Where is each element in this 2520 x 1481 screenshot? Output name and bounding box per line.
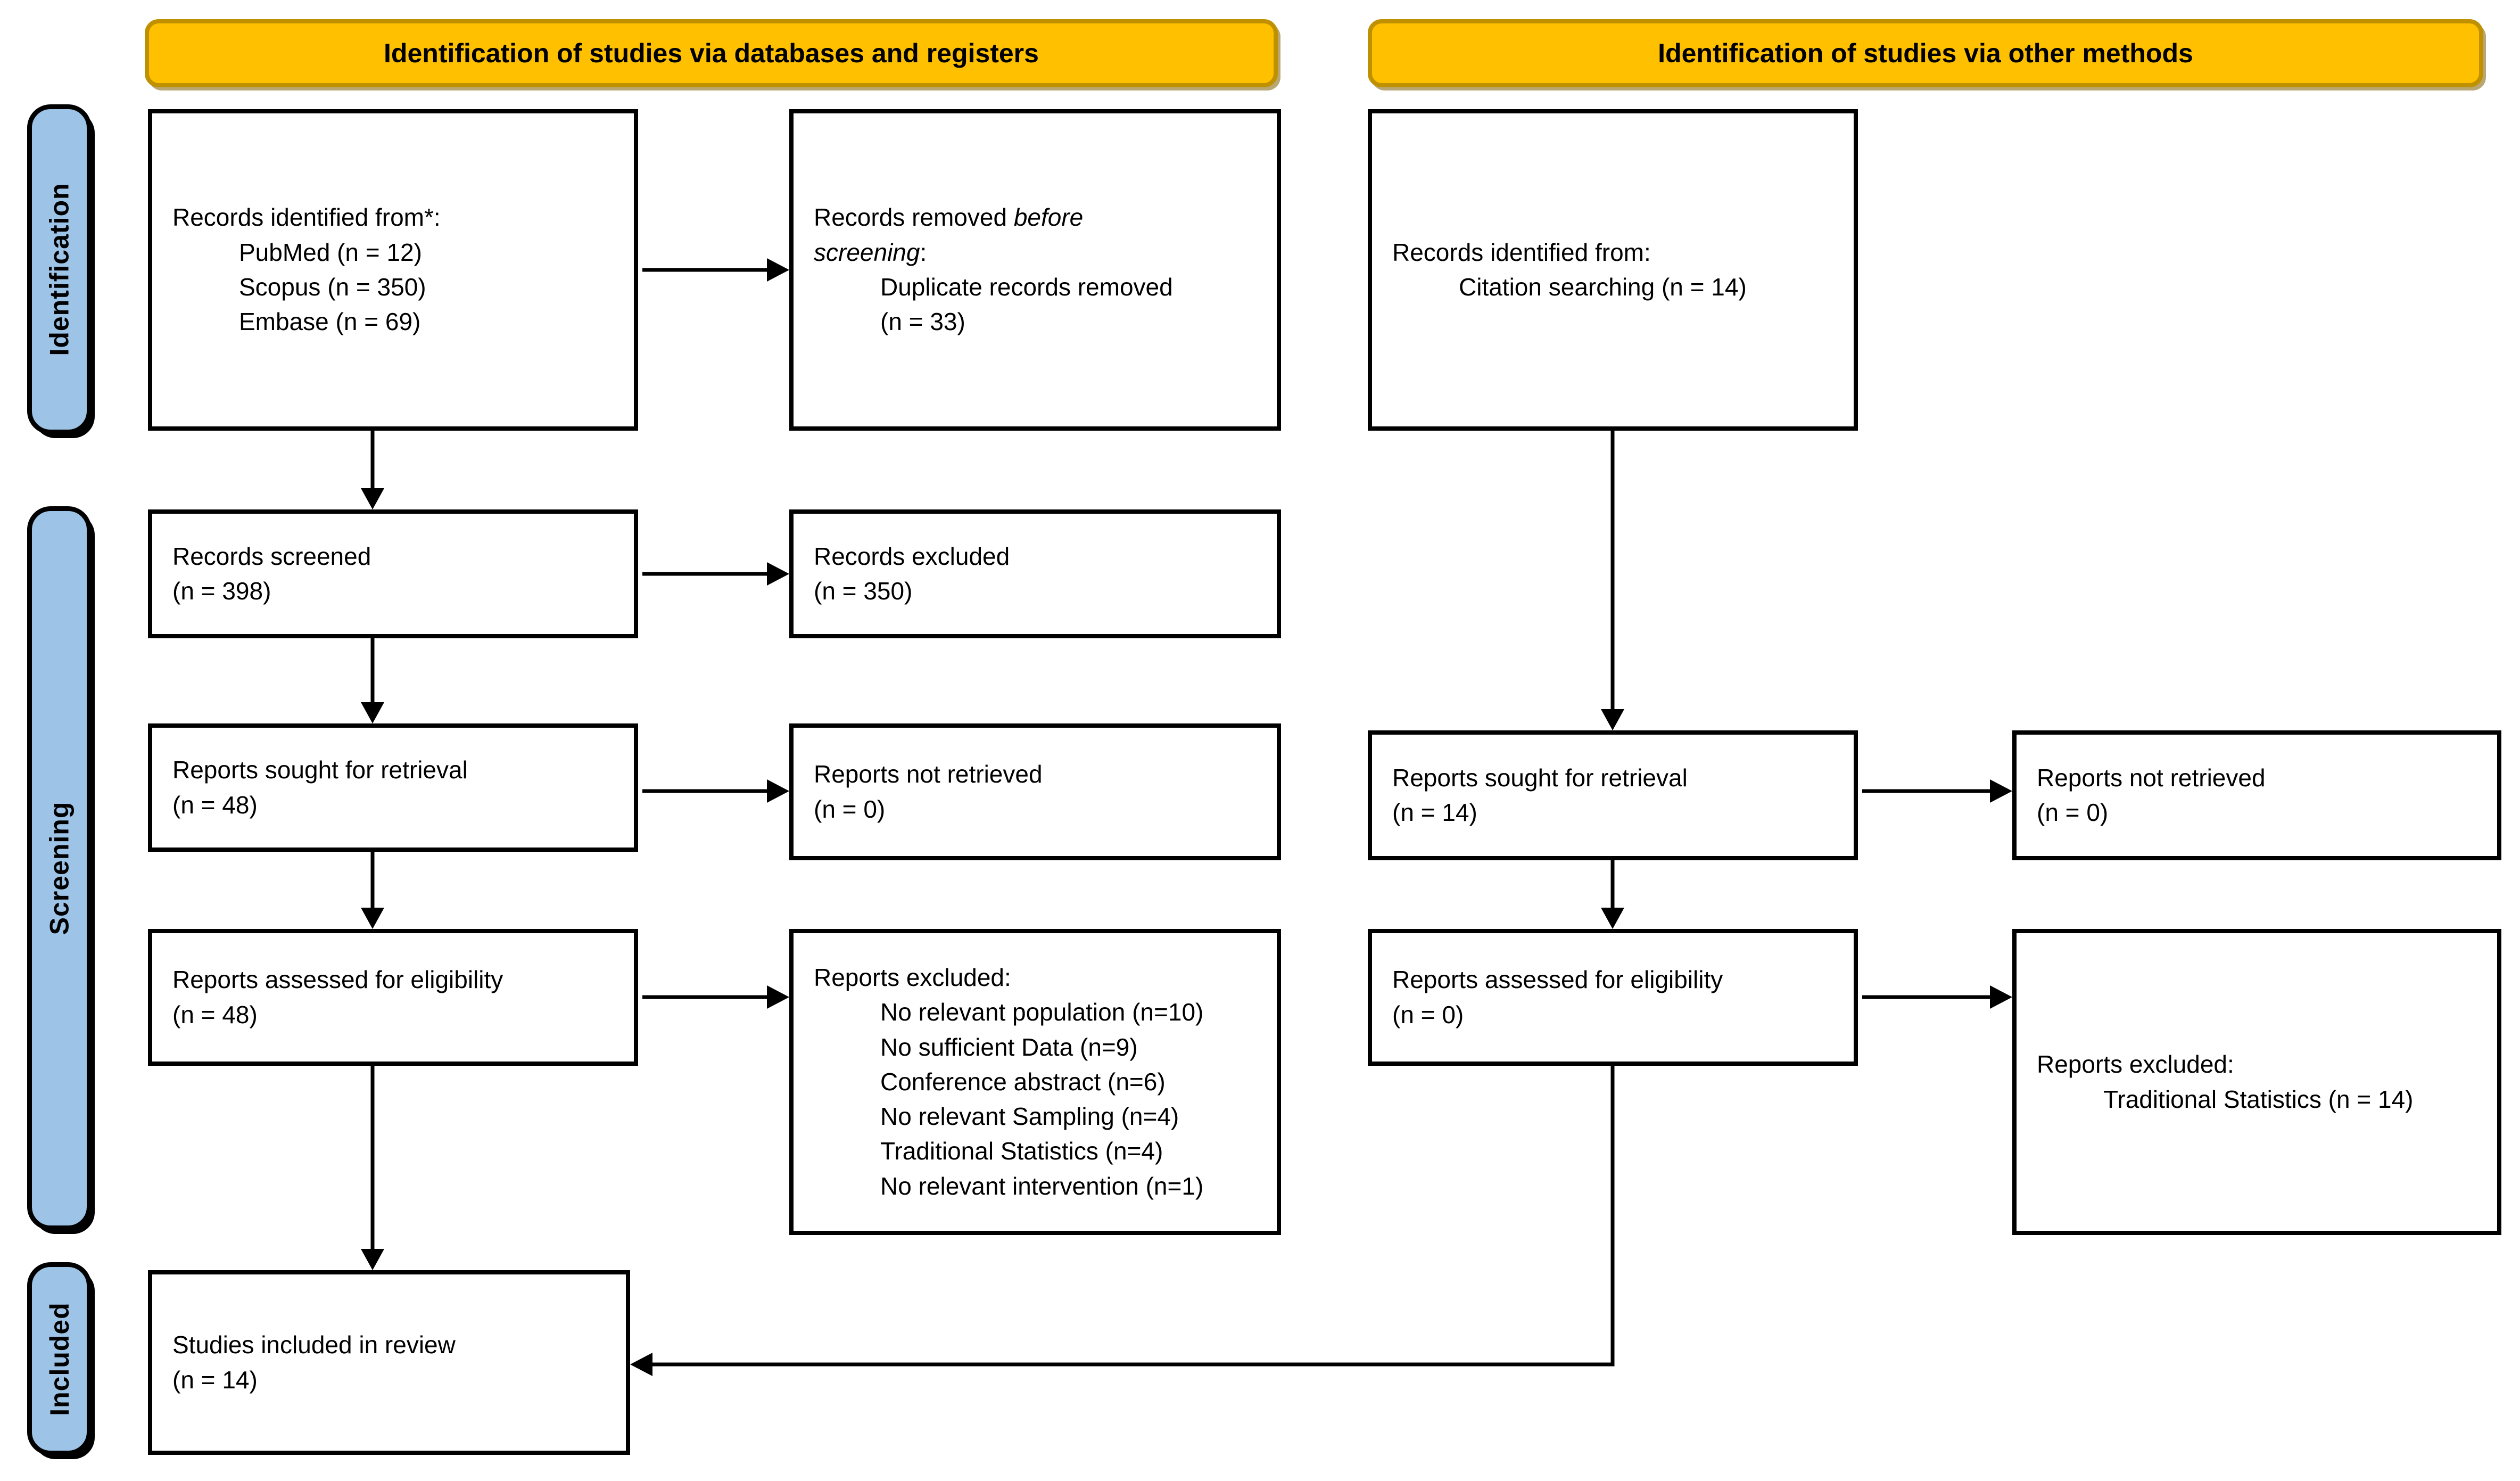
box-text-line: (n = 0) bbox=[2037, 799, 2109, 826]
box-text-line: Records excluded bbox=[814, 542, 1010, 570]
box-text-line: Scopus (n = 350) bbox=[239, 273, 426, 301]
box-text-line: Studies included in review bbox=[172, 1331, 456, 1359]
box-text-line: Duplicate records removed bbox=[880, 273, 1173, 301]
box-reports-excluded-databases: Reports excluded: No relevant population … bbox=[789, 929, 1281, 1235]
box-text-line: (n = 350) bbox=[814, 577, 913, 605]
arrow-screened-to-excluded bbox=[642, 562, 789, 586]
box-text-line: (n = 0) bbox=[814, 795, 886, 823]
box-reports-sought-other-methods: Reports sought for retrieval (n = 14) bbox=[1368, 730, 1858, 860]
arrow-sought-to-notretrieved-other bbox=[1862, 779, 2012, 803]
header-identification-other-methods: Identification of studies via other meth… bbox=[1368, 19, 2483, 87]
box-text-line: No relevant intervention (n=1) bbox=[880, 1172, 1204, 1200]
stage-included: Included bbox=[27, 1262, 92, 1455]
box-text-line: Reports sought for retrieval bbox=[1392, 763, 1688, 792]
header-identification-databases: Identification of studies via databases … bbox=[145, 19, 1278, 87]
box-reports-assessed-databases: Reports assessed for eligibility (n = 48) bbox=[148, 929, 638, 1066]
box-text-line: PubMed (n = 12) bbox=[239, 238, 422, 266]
box-reports-excluded-other-methods: Reports excluded: Traditional Statistics … bbox=[2012, 929, 2501, 1235]
box-records-identified-databases: Records identified from*: PubMed (n = 12)… bbox=[148, 109, 638, 431]
box-reports-not-retrieved-databases: Reports not retrieved (n = 0) bbox=[789, 723, 1281, 860]
box-text-line: (n = 0) bbox=[1392, 1000, 1464, 1029]
box-text-line: Reports assessed for eligibility bbox=[172, 966, 503, 994]
box-text-line: Records removed before bbox=[814, 203, 1084, 232]
box-text-line: Reports excluded: bbox=[814, 963, 1011, 991]
arrow-sought-to-assessed-other bbox=[1601, 860, 1624, 929]
box-text-line: Records identified from*: bbox=[172, 203, 441, 232]
arrow-assessed-to-excluded-other bbox=[1862, 985, 2012, 1009]
stage-screening: Screening bbox=[27, 506, 92, 1230]
box-records-removed-before-screening: Records removed before screening: Duplicat… bbox=[789, 109, 1281, 431]
box-records-identified-other-methods: Records identified from: Citation searchi… bbox=[1368, 109, 1858, 431]
box-reports-assessed-other-methods: Reports assessed for eligibility (n = 0) bbox=[1368, 929, 1858, 1066]
header-identification-other-methods-label: Identification of studies via other meth… bbox=[1658, 38, 2193, 68]
arrow-citation-to-sought-other bbox=[1601, 431, 1624, 730]
box-text-line: No sufficient Data (n=9) bbox=[880, 1033, 1138, 1061]
box-text-line: Conference abstract (n=6) bbox=[880, 1067, 1166, 1096]
box-studies-included-in-review: Studies included in review (n = 14) bbox=[148, 1270, 630, 1455]
box-text-line: Traditional Statistics (n = 14) bbox=[2103, 1085, 2414, 1113]
box-text-line: No relevant population (n=10) bbox=[880, 998, 1204, 1026]
box-records-excluded: Records excluded (n = 350) bbox=[789, 509, 1281, 638]
stage-included-label: Included bbox=[44, 1302, 75, 1416]
box-reports-sought-databases: Reports sought for retrieval (n = 48) bbox=[148, 723, 638, 852]
box-text-line: Reports assessed for eligibility bbox=[1392, 966, 1723, 994]
stage-identification: Identification bbox=[27, 104, 92, 434]
box-text-line: No relevant Sampling (n=4) bbox=[880, 1102, 1179, 1131]
box-text-line: Traditional Statistics (n=4) bbox=[880, 1137, 1163, 1165]
box-text-line: Reports sought for retrieval bbox=[172, 756, 468, 784]
box-text-line: (n = 14) bbox=[172, 1365, 258, 1394]
stage-screening-label: Screening bbox=[44, 801, 75, 935]
arrow-screened-to-sought-db bbox=[361, 638, 384, 723]
box-text-line: Records screened bbox=[172, 542, 371, 570]
box-text-line: Reports not retrieved bbox=[2037, 763, 2266, 792]
box-text-line: Records identified from: bbox=[1392, 238, 1651, 266]
arrow-sought-to-notretrieved-db bbox=[642, 779, 789, 803]
box-text-line: (n = 33) bbox=[880, 308, 965, 336]
box-text-line: Embase (n = 69) bbox=[239, 308, 421, 336]
arrow-identified-to-removed bbox=[642, 258, 789, 282]
arrow-assessed-to-included bbox=[361, 1066, 384, 1270]
box-text-line: (n = 48) bbox=[172, 1000, 258, 1029]
header-identification-databases-label: Identification of studies via databases … bbox=[384, 38, 1039, 68]
box-text-line: (n = 48) bbox=[172, 791, 258, 819]
box-records-screened: Records screened (n = 398) bbox=[148, 509, 638, 638]
arrow-assessed-to-excluded-db bbox=[642, 985, 789, 1009]
box-text-line: Reports excluded: bbox=[2037, 1050, 2234, 1079]
box-text-line: Citation searching (n = 14) bbox=[1459, 273, 1747, 301]
box-text-line: Reports not retrieved bbox=[814, 760, 1043, 788]
box-text-line: screening: bbox=[814, 238, 927, 266]
stage-identification-label: Identification bbox=[44, 183, 75, 356]
box-text-line: (n = 398) bbox=[172, 577, 271, 605]
box-text-line: (n = 14) bbox=[1392, 799, 1477, 826]
box-reports-not-retrieved-other: Reports not retrieved (n = 0) bbox=[2012, 730, 2501, 860]
arrow-identified-to-screened bbox=[361, 431, 384, 509]
arrow-sought-to-assessed-db bbox=[361, 852, 384, 929]
